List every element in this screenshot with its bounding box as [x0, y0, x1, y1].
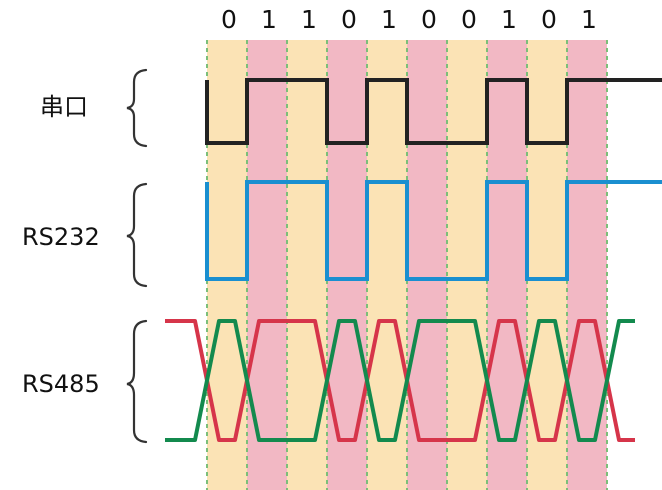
row-rs485: RS485: [22, 319, 635, 444]
bit-label: 1: [581, 5, 597, 34]
row-rs232: RS232: [22, 180, 662, 288]
bit-label: 0: [221, 5, 237, 34]
serial-waveform: [205, 78, 662, 145]
brace-rs232: [126, 182, 148, 288]
row-label-rs232: RS232: [22, 223, 100, 251]
bit-label: 1: [381, 5, 397, 34]
bit-band: [327, 40, 367, 490]
bit-band: [447, 40, 487, 490]
bit-band: [247, 40, 287, 490]
bit-label: 0: [421, 5, 437, 34]
row-label-serial: 串口: [40, 93, 88, 121]
bit-band: [407, 40, 447, 490]
bit-label: 0: [461, 5, 477, 34]
bit-band: [207, 40, 247, 490]
bit-label: 0: [341, 5, 357, 34]
row-serial: 串口: [40, 68, 662, 148]
rs485-waveform-a: [165, 319, 635, 442]
bit-band: [367, 40, 407, 490]
bit-label: 0: [541, 5, 557, 34]
brace-rs485: [126, 319, 148, 444]
bit-band: [287, 40, 327, 490]
bit-band: [567, 40, 607, 490]
bit-label: 1: [301, 5, 317, 34]
rs232-waveform: [205, 180, 662, 281]
bit-band: [487, 40, 527, 490]
bit-label: 1: [501, 5, 517, 34]
brace-serial: [126, 68, 148, 148]
bit-bands: [207, 40, 607, 490]
rs485-waveform-b: [165, 319, 635, 442]
row-label-rs485: RS485: [22, 370, 100, 398]
bit-label: 1: [261, 5, 277, 34]
bit-band: [527, 40, 567, 490]
